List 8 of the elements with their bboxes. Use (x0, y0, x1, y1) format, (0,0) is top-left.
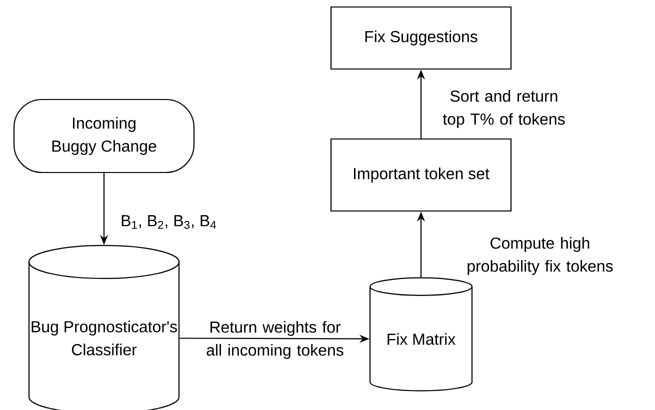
database-cylinder: Fix Matrix (369, 277, 473, 392)
edge-label: Sort and return top T% of tokens (442, 90, 565, 128)
process-box: Important token set (330, 138, 512, 212)
process-box: Fix Suggestions (330, 6, 512, 70)
edge-label: Compute high probability fix tokens (468, 237, 613, 275)
edge-label: B$_{1}$, B$_{2}$, B$_{3}$, B$_{4}$ (122, 215, 216, 229)
database-cylinder: Bug Prognosticator's Classifier (28, 244, 180, 410)
edge-label: Return weights for all incoming tokens (206, 321, 344, 359)
